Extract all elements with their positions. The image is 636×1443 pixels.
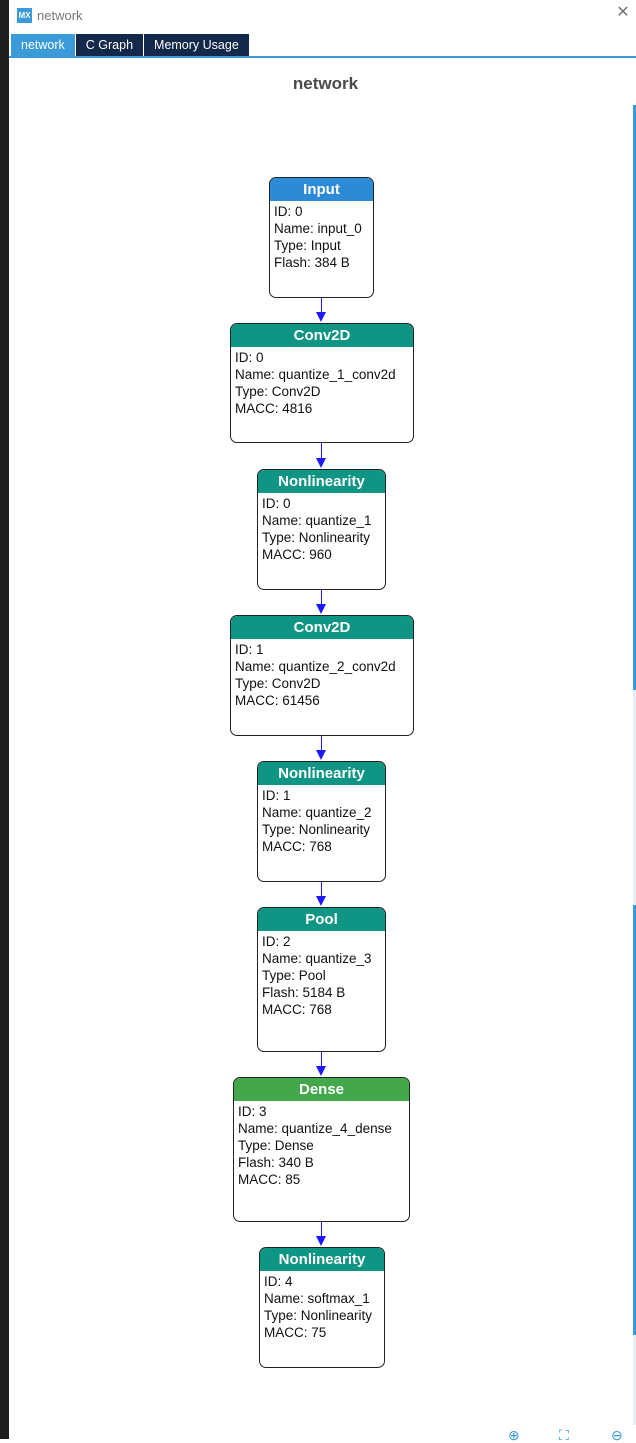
graph-node-pool[interactable]: Pool ID: 2 Name: quantize_3 Type: Pool F… [257,907,386,1052]
node-macc: MACC: 85 [238,1172,301,1187]
graph-node-nonlinearity-0[interactable]: Nonlinearity ID: 0 Name: quantize_1 Type… [257,469,386,590]
window-left-border [0,0,9,1439]
node-type: Type: Conv2D [235,676,321,691]
fit-screen-icon[interactable]: ⛶ [559,1427,569,1443]
edge-arrow-icon [316,896,326,906]
page-title: network [292,74,359,93]
node-macc: MACC: 61456 [235,693,320,708]
close-icon[interactable]: ✕ [616,4,630,21]
node-id: ID: 1 [262,788,291,803]
node-flash: Flash: 5184 B [262,985,346,1000]
node-type: Type: Nonlinearity [262,822,371,837]
node-name: Name: quantize_3 [262,951,372,966]
node-name: Name: quantize_1_conv2d [235,367,396,382]
node-name: Name: quantize_2_conv2d [235,659,396,674]
node-title: Nonlinearity [258,762,385,785]
node-name: Name: input_0 [274,221,362,236]
node-macc: MACC: 768 [262,839,332,854]
title-bar: MX network ✕ [9,0,636,32]
node-flash: Flash: 384 B [274,255,350,270]
node-id: ID: 1 [235,642,264,657]
edge-line [321,1222,322,1238]
edge-arrow-icon [316,458,326,468]
graph-node-input[interactable]: Input ID: 0 Name: input_0 Type: Input Fl… [269,177,374,298]
tab-memory-usage[interactable]: Memory Usage [144,34,249,56]
scrollbar-thumb[interactable] [633,105,636,690]
node-title: Input [270,178,373,201]
node-title: Nonlinearity [258,470,385,493]
scrollbar-track[interactable] [633,105,636,1425]
edge-arrow-icon [316,312,326,322]
node-name: Name: softmax_1 [264,1291,370,1306]
zoom-out-icon[interactable]: ⊖ [611,1427,623,1443]
zoom-in-icon[interactable]: ⊕ [508,1427,520,1443]
window-title: network [37,8,83,23]
node-type: Type: Input [274,238,341,253]
tab-network[interactable]: network [11,34,75,56]
node-macc: MACC: 4816 [235,401,313,416]
edge-line [321,1052,322,1068]
node-id: ID: 4 [264,1274,293,1289]
graph-node-dense[interactable]: Dense ID: 3 Name: quantize_4_dense Type:… [233,1077,410,1222]
node-title: Conv2D [231,616,413,639]
node-type: Type: Nonlinearity [262,530,371,545]
graph-node-nonlinearity-4[interactable]: Nonlinearity ID: 4 Name: softmax_1 Type:… [259,1247,385,1368]
edge-arrow-icon [316,1236,326,1246]
node-macc: MACC: 75 [264,1325,327,1340]
node-name: Name: quantize_4_dense [238,1121,392,1136]
node-name: Name: quantize_2 [262,805,372,820]
graph-node-conv2d-1[interactable]: Conv2D ID: 1 Name: quantize_2_conv2d Typ… [230,615,414,736]
node-title: Conv2D [231,324,413,347]
edge-arrow-icon [316,750,326,760]
edge-line [321,298,322,314]
edge-arrow-icon [316,1066,326,1076]
tab-bar: network C Graph Memory Usage [11,34,250,56]
node-id: ID: 0 [235,350,264,365]
edge-line [321,882,322,898]
app-logo-icon: MX [17,8,32,23]
node-id: ID: 3 [238,1104,267,1119]
node-title: Nonlinearity [260,1248,384,1271]
node-title: Dense [234,1078,409,1101]
node-type: Type: Conv2D [235,384,321,399]
edge-line [321,736,322,752]
tab-c-graph[interactable]: C Graph [75,34,144,56]
node-id: ID: 0 [262,496,291,511]
edge-arrow-icon [316,604,326,614]
graph-node-conv2d-0[interactable]: Conv2D ID: 0 Name: quantize_1_conv2d Typ… [230,323,414,443]
node-type: Type: Dense [238,1138,314,1153]
edge-line [321,443,322,460]
node-flash: Flash: 340 B [238,1155,314,1170]
edge-line [321,590,322,606]
node-macc: MACC: 960 [262,547,332,562]
node-type: Type: Nonlinearity [264,1308,373,1323]
scrollbar-thumb-lower[interactable] [633,905,636,1335]
graph-toolbar: ⊕ ⛶ ⊖ [505,1427,636,1443]
node-type: Type: Pool [262,968,326,983]
node-id: ID: 0 [274,204,303,219]
graph-node-nonlinearity-1[interactable]: Nonlinearity ID: 1 Name: quantize_2 Type… [257,761,386,882]
node-title: Pool [258,908,385,931]
node-macc: MACC: 768 [262,1002,332,1017]
tab-underline [9,56,636,58]
node-name: Name: quantize_1 [262,513,372,528]
node-id: ID: 2 [262,934,291,949]
